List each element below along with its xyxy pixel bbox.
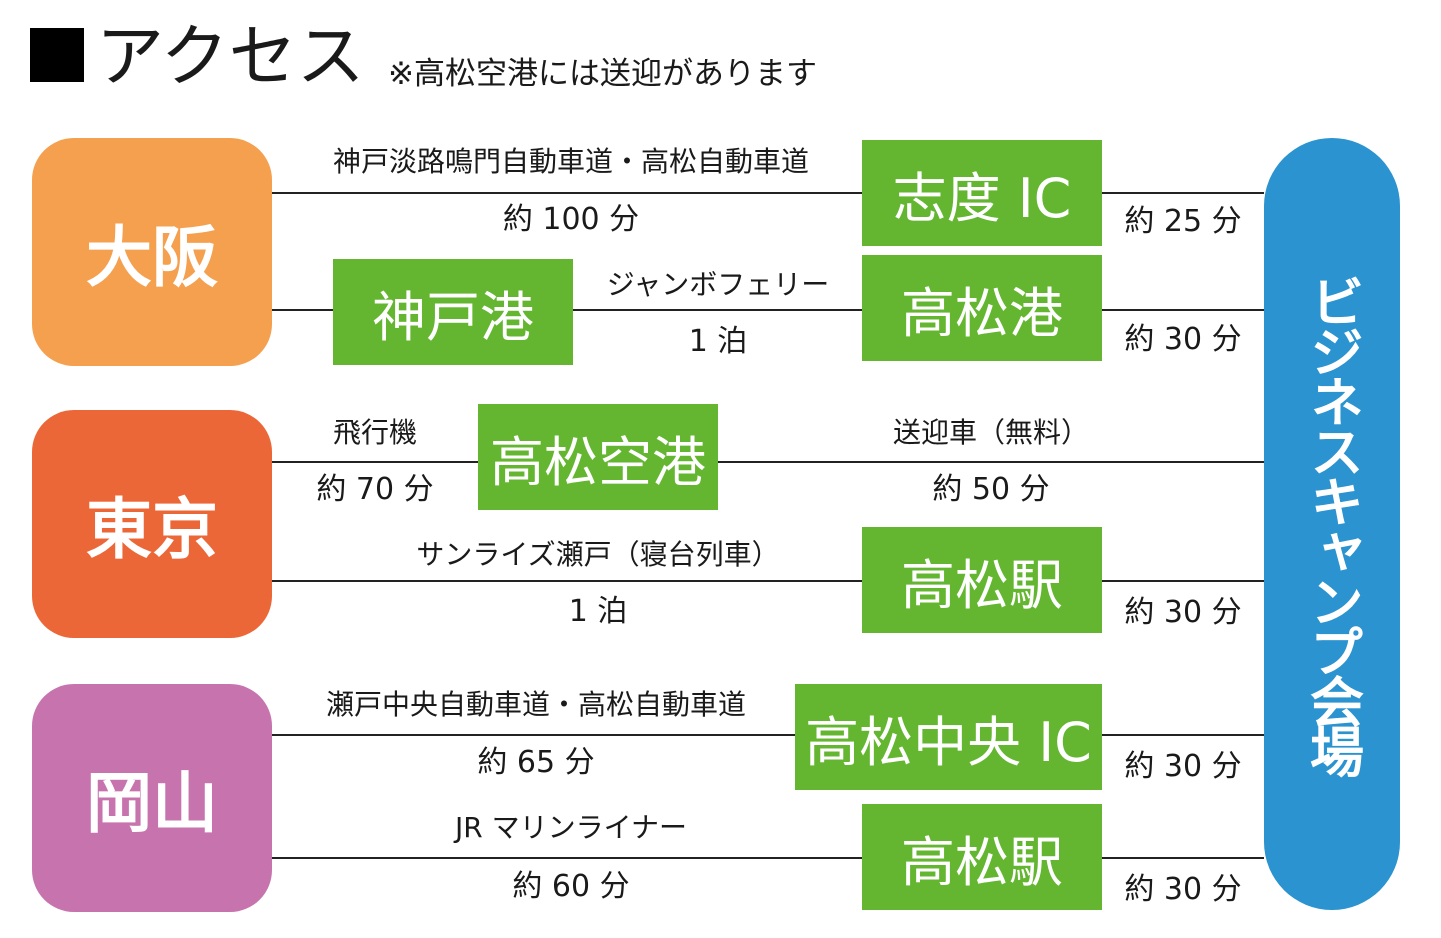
route-time: 約 65 分 [477,745,595,780]
route-name: 送迎車（無料） [892,416,1089,449]
route-name: 神戸淡路鳴門自動車道・高松自動車道 [332,145,809,178]
route-name: 飛行機 [332,416,417,449]
station-shido-ic: 志度 IC [862,140,1102,246]
airport-shuttle-note: ※高松空港には送迎があります [388,56,817,92]
connector-line [272,461,478,463]
route-time: 約 30 分 [1124,322,1242,357]
square-bullet-icon [30,28,84,82]
title-text: アクセス [96,18,365,97]
origin-okayama: 岡山 [32,684,272,912]
connector-line [272,192,862,194]
connector-line [718,461,1264,463]
station-takamatsu-chuo-ic: 高松中央 IC [795,684,1102,790]
origin-osaka: 大阪 [32,138,272,366]
connector-line [573,309,862,311]
connector-line [1102,192,1264,194]
connector-line [272,857,862,859]
route-time: 1 泊 [688,324,748,359]
connector-line [272,734,795,736]
route-time: 約 30 分 [1124,749,1242,784]
station-takamatsu-airport: 高松空港 [478,404,718,510]
route-time: 約 100 分 [502,202,640,237]
station-kobe-port: 神戸港 [333,259,573,365]
destination-venue: ビジネスキャンプ会場 [1264,138,1400,910]
route-time: 約 30 分 [1124,872,1242,907]
route-time: 約 30 分 [1124,595,1242,630]
route-time: 約 25 分 [1124,204,1242,239]
connector-line [272,309,333,311]
connector-line [1102,857,1264,859]
route-name: ジャンボフェリー [606,268,830,301]
route-time: 約 60 分 [512,869,630,904]
origin-tokyo: 東京 [32,410,272,638]
route-time: 1 泊 [568,594,628,629]
route-time: 約 50 分 [932,472,1050,507]
connector-line [272,580,862,582]
route-name: 瀬戸中央自動車道・高松自動車道 [325,688,746,721]
route-name: JR マリンライナー [454,811,688,844]
page-title: アクセス [30,18,365,98]
connector-line [1102,309,1264,311]
route-time: 約 70 分 [316,472,434,507]
venue-label: ビジネスキャンプ会場 [1300,274,1364,774]
station-takamatsu-port: 高松港 [862,255,1102,361]
station-takamatsu-station: 高松駅 [862,527,1102,633]
connector-line [1102,734,1264,736]
station-takamatsu-station: 高松駅 [862,804,1102,910]
connector-line [1102,580,1264,582]
route-name: サンライズ瀬戸（寝台列車） [416,538,780,571]
